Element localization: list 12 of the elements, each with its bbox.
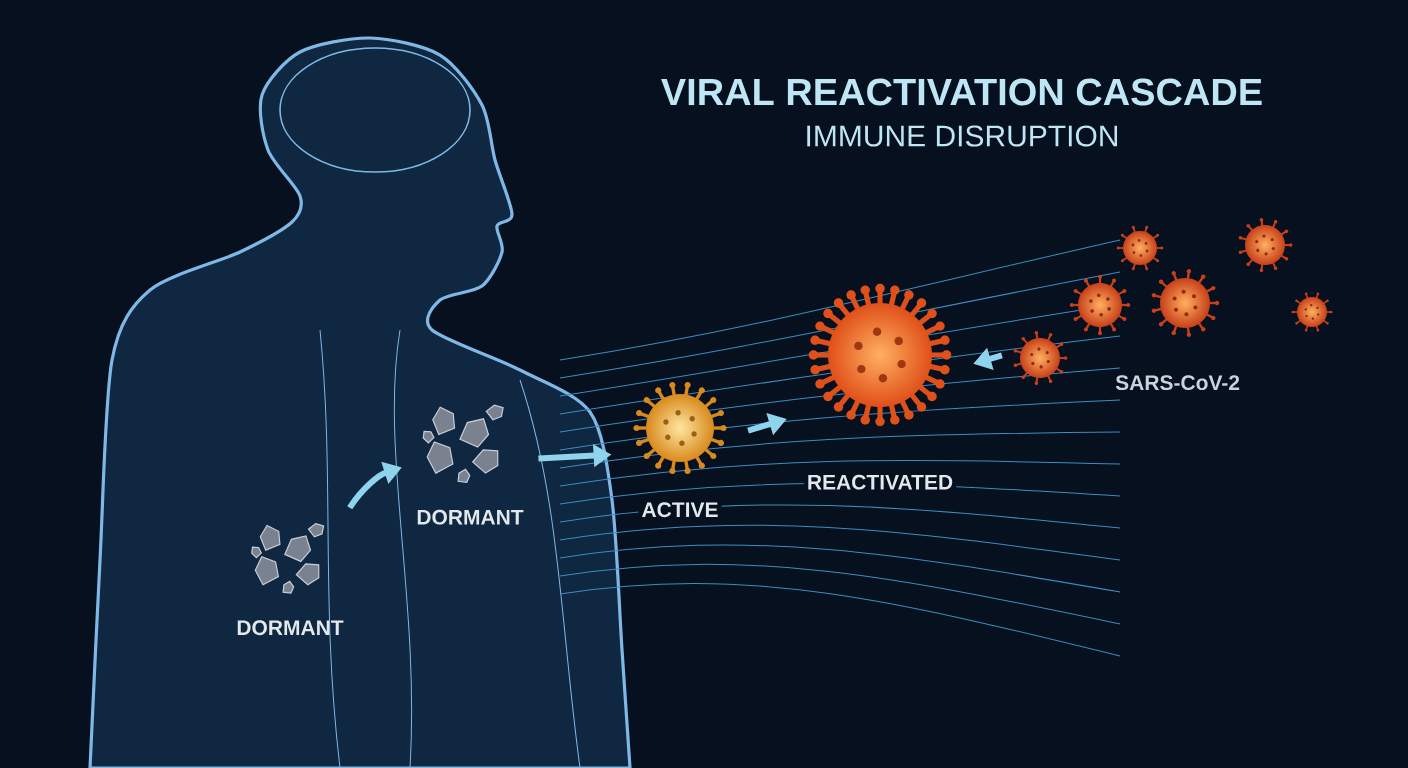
node-label: DORMANT bbox=[417, 509, 524, 525]
node-label: ACTIVE bbox=[642, 502, 718, 518]
node-label: SARS-CoV-2 bbox=[1115, 375, 1240, 391]
node-label: DORMANT bbox=[237, 620, 344, 636]
title: VIRAL REACTIVATION CASCADE bbox=[661, 78, 1262, 106]
node-label: REACTIVATED bbox=[808, 474, 953, 490]
virus-particle: REACTIVATED bbox=[803, 283, 957, 493]
virus-cluster: SARS-CoV-2 bbox=[1013, 217, 1333, 391]
subtitle: IMMUNE DISRUPTION bbox=[807, 125, 1117, 147]
virus-particle: ACTIVE bbox=[633, 382, 727, 521]
crystal-cluster: DORMANT bbox=[237, 522, 344, 636]
crystal-cluster: DORMANT bbox=[417, 404, 524, 525]
